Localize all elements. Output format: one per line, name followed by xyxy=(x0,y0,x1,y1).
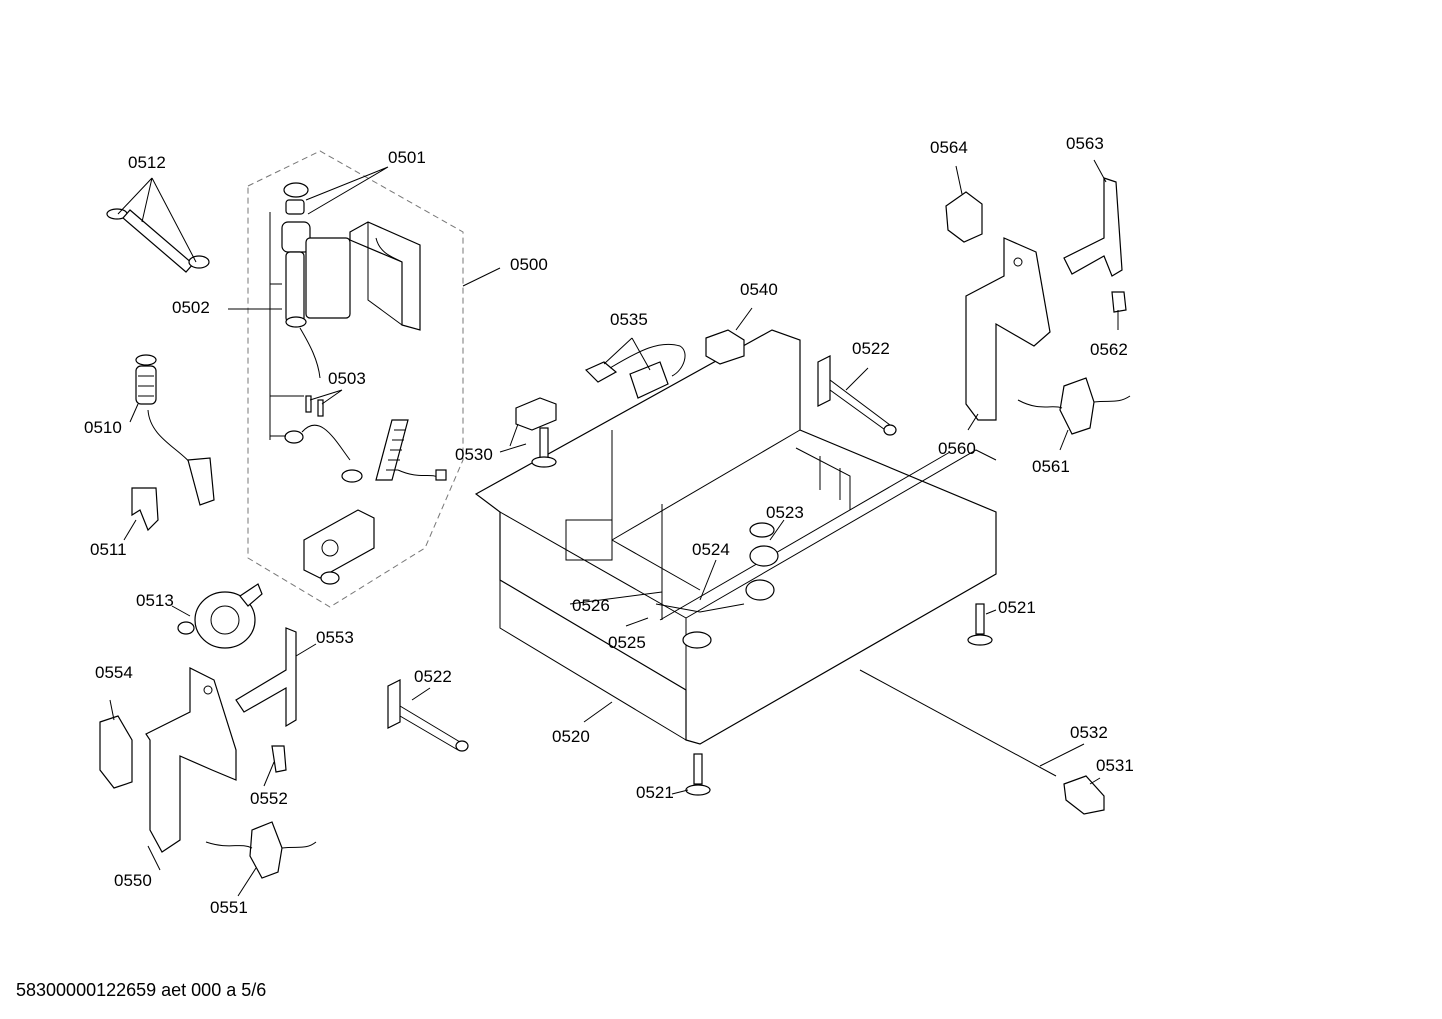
part-0512-hose xyxy=(106,208,210,273)
part-0521-screw-b xyxy=(967,603,993,646)
part-valve-bracket xyxy=(303,509,375,585)
label-0502: 0502 xyxy=(172,298,210,317)
part-0503-pins xyxy=(301,395,351,461)
label-0501: 0501 xyxy=(388,148,426,167)
label-0562: 0562 xyxy=(1090,340,1128,359)
label-0521-b: 0521 xyxy=(636,783,674,802)
part-0531-knob xyxy=(1063,775,1105,815)
part-hose-in-group xyxy=(341,419,447,483)
part-0521-screw-a xyxy=(531,427,557,468)
part-0561-hinge xyxy=(1017,377,1131,435)
label-0561: 0561 xyxy=(1032,457,1070,476)
label-0560: 0560 xyxy=(938,439,976,458)
label-0523: 0523 xyxy=(766,503,804,522)
part-0522-spring-b xyxy=(387,679,469,752)
part-0511-clip xyxy=(131,487,159,532)
label-0535: 0535 xyxy=(610,310,648,329)
part-0563-bracket xyxy=(1063,177,1123,277)
part-0540-connector xyxy=(705,329,745,365)
part-0560-bracket xyxy=(965,237,1051,421)
leader-lines xyxy=(109,159,1119,897)
label-0503: 0503 xyxy=(328,369,366,388)
part-0553-bracket xyxy=(235,627,297,728)
drawing-reference-code: 58300000122659 aet 000 a 5/6 xyxy=(16,980,267,1000)
label-0511: 0511 xyxy=(90,540,127,559)
label-0526: 0526 xyxy=(572,596,610,615)
label-0540: 0540 xyxy=(740,280,778,299)
label-0524: 0524 xyxy=(692,540,730,559)
part-0564-cover xyxy=(945,191,983,243)
part-0502-valve xyxy=(281,182,351,379)
part-0552-clip xyxy=(271,745,287,773)
part-0510-grommet xyxy=(135,354,215,506)
label-0550: 0550 xyxy=(114,871,152,890)
part-0522-spring-a xyxy=(817,355,897,436)
part-0551-hinge xyxy=(205,821,317,879)
part-0562-clip xyxy=(1111,291,1127,313)
part-0500-cover xyxy=(349,221,421,331)
label-0521-a: 0521 xyxy=(998,598,1036,617)
label-0513: 0513 xyxy=(136,591,174,610)
label-0551: 0551 xyxy=(210,898,248,917)
part-nut xyxy=(284,430,304,444)
label-0563: 0563 xyxy=(1066,134,1104,153)
label-0500: 0500 xyxy=(510,255,548,274)
part-0523-seal xyxy=(745,522,779,601)
label-0512: 0512 xyxy=(128,153,166,172)
label-0553: 0553 xyxy=(316,628,354,647)
part-0521-screw-c xyxy=(685,753,711,796)
part-0513-pump xyxy=(177,583,263,649)
label-0564: 0564 xyxy=(930,138,968,157)
label-0522-b: 0522 xyxy=(414,667,452,686)
label-0510: 0510 xyxy=(84,418,122,437)
label-0554: 0554 xyxy=(95,663,133,682)
part-0524-float xyxy=(655,603,745,649)
label-0520: 0520 xyxy=(552,727,590,746)
label-0552: 0552 xyxy=(250,789,288,808)
part-0554-cover xyxy=(99,715,133,789)
part-0535-harness xyxy=(584,343,686,399)
assembly-outline-0500 xyxy=(247,150,464,608)
label-0525: 0525 xyxy=(608,633,646,652)
part-0530-switch xyxy=(515,397,557,431)
label-0530: 0530 xyxy=(455,445,493,464)
label-0532: 0532 xyxy=(1070,723,1108,742)
part-0520-base xyxy=(474,329,997,745)
part-0532-rod xyxy=(859,669,1057,777)
label-0522-a: 0522 xyxy=(852,339,890,358)
label-0531: 0531 xyxy=(1096,756,1134,775)
part-0550-bracket xyxy=(145,667,237,853)
